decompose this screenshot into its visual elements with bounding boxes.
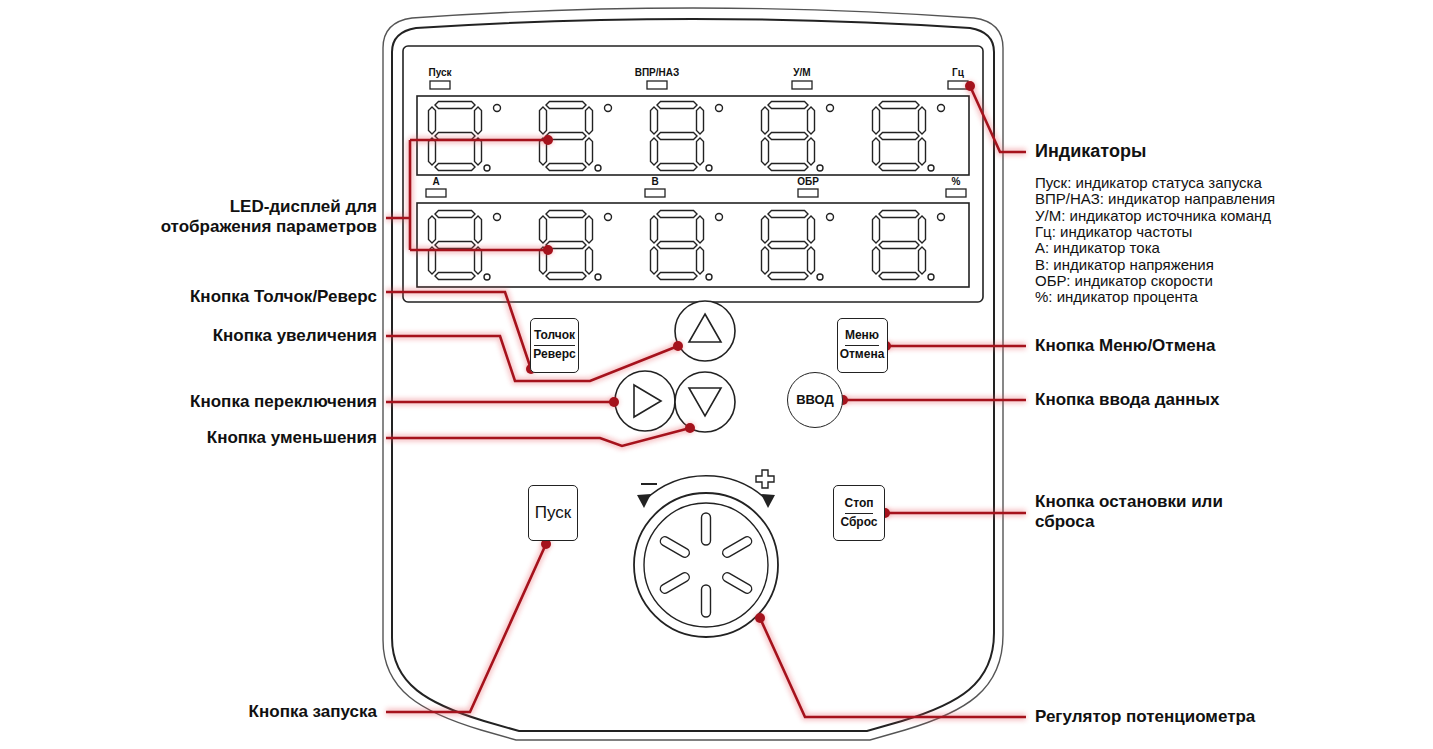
button-label: ВВОД <box>796 393 834 408</box>
indicator-label: У/М <box>793 67 810 79</box>
indicator-description: Пуск: индикатор статуса запуска <box>1035 174 1262 192</box>
stop-reset-button: СтопСброс <box>833 485 885 541</box>
callout-heading: Индикаторы <box>1035 141 1146 163</box>
run-button: Пуск <box>528 485 578 541</box>
lower-display <box>417 203 969 287</box>
indicator-label: Пуск <box>428 67 451 79</box>
upper-display <box>417 96 969 175</box>
leader-lines <box>386 81 1026 717</box>
callout-label: Кнопка увеличения <box>213 326 377 346</box>
indicator-label: ВПР/НАЗ <box>635 67 680 79</box>
housing-inner <box>392 19 994 731</box>
callout-label: Регулятор потенциометра <box>1035 707 1255 727</box>
indicator-description: А: индикатор тока <box>1035 239 1160 257</box>
button-label: Отмена <box>840 348 885 362</box>
menu-cancel-button: МенюОтмена <box>837 318 888 373</box>
button-label: Меню <box>845 329 879 346</box>
callout-label: Кнопка запуска <box>249 702 377 722</box>
button-label: Реверс <box>533 348 575 362</box>
callout-label: Кнопка переключения <box>190 392 377 412</box>
callout-label: Кнопка уменьшения <box>207 428 377 448</box>
button-label: Стоп <box>845 497 874 514</box>
indicator-description: В: индикатор напряжения <box>1035 256 1214 274</box>
indicator-description: ОБР: индикатор скорости <box>1035 272 1213 290</box>
callout-label: LED-дисплей для отображения параметров <box>132 197 377 238</box>
indicator-label: ОБР <box>797 176 819 188</box>
button-label: Пуск <box>535 503 571 523</box>
enter-button: ВВОД <box>787 372 843 428</box>
indicator-description: У/М: индикатор источника команд <box>1035 207 1271 225</box>
indicator-label: % <box>952 176 961 188</box>
jog-reverse-button: ТолчокРеверс <box>530 318 579 373</box>
callout-label: Кнопка остановки или сброса <box>1035 492 1263 533</box>
button-label: Толчок <box>534 329 575 346</box>
indicator-label: А <box>432 176 439 188</box>
indicator-label: Гц <box>952 67 964 79</box>
indicator-description: %: индикатор процента <box>1035 288 1198 306</box>
potentiometer-knob <box>634 470 778 637</box>
button-label: Сброс <box>840 516 877 530</box>
indicator-description: ВПР/НАЗ: индикатор направления <box>1035 190 1275 208</box>
display-panel <box>403 46 983 302</box>
indicator-label: В <box>651 176 658 188</box>
indicator-description: Гц: индикатор частоты <box>1035 223 1192 241</box>
housing-outer <box>383 8 1003 740</box>
callout-label: Кнопка Толчок/Реверс <box>190 287 377 307</box>
callout-label: Кнопка ввода данных <box>1035 390 1220 410</box>
callout-label: Кнопка Меню/Отмена <box>1035 336 1215 356</box>
